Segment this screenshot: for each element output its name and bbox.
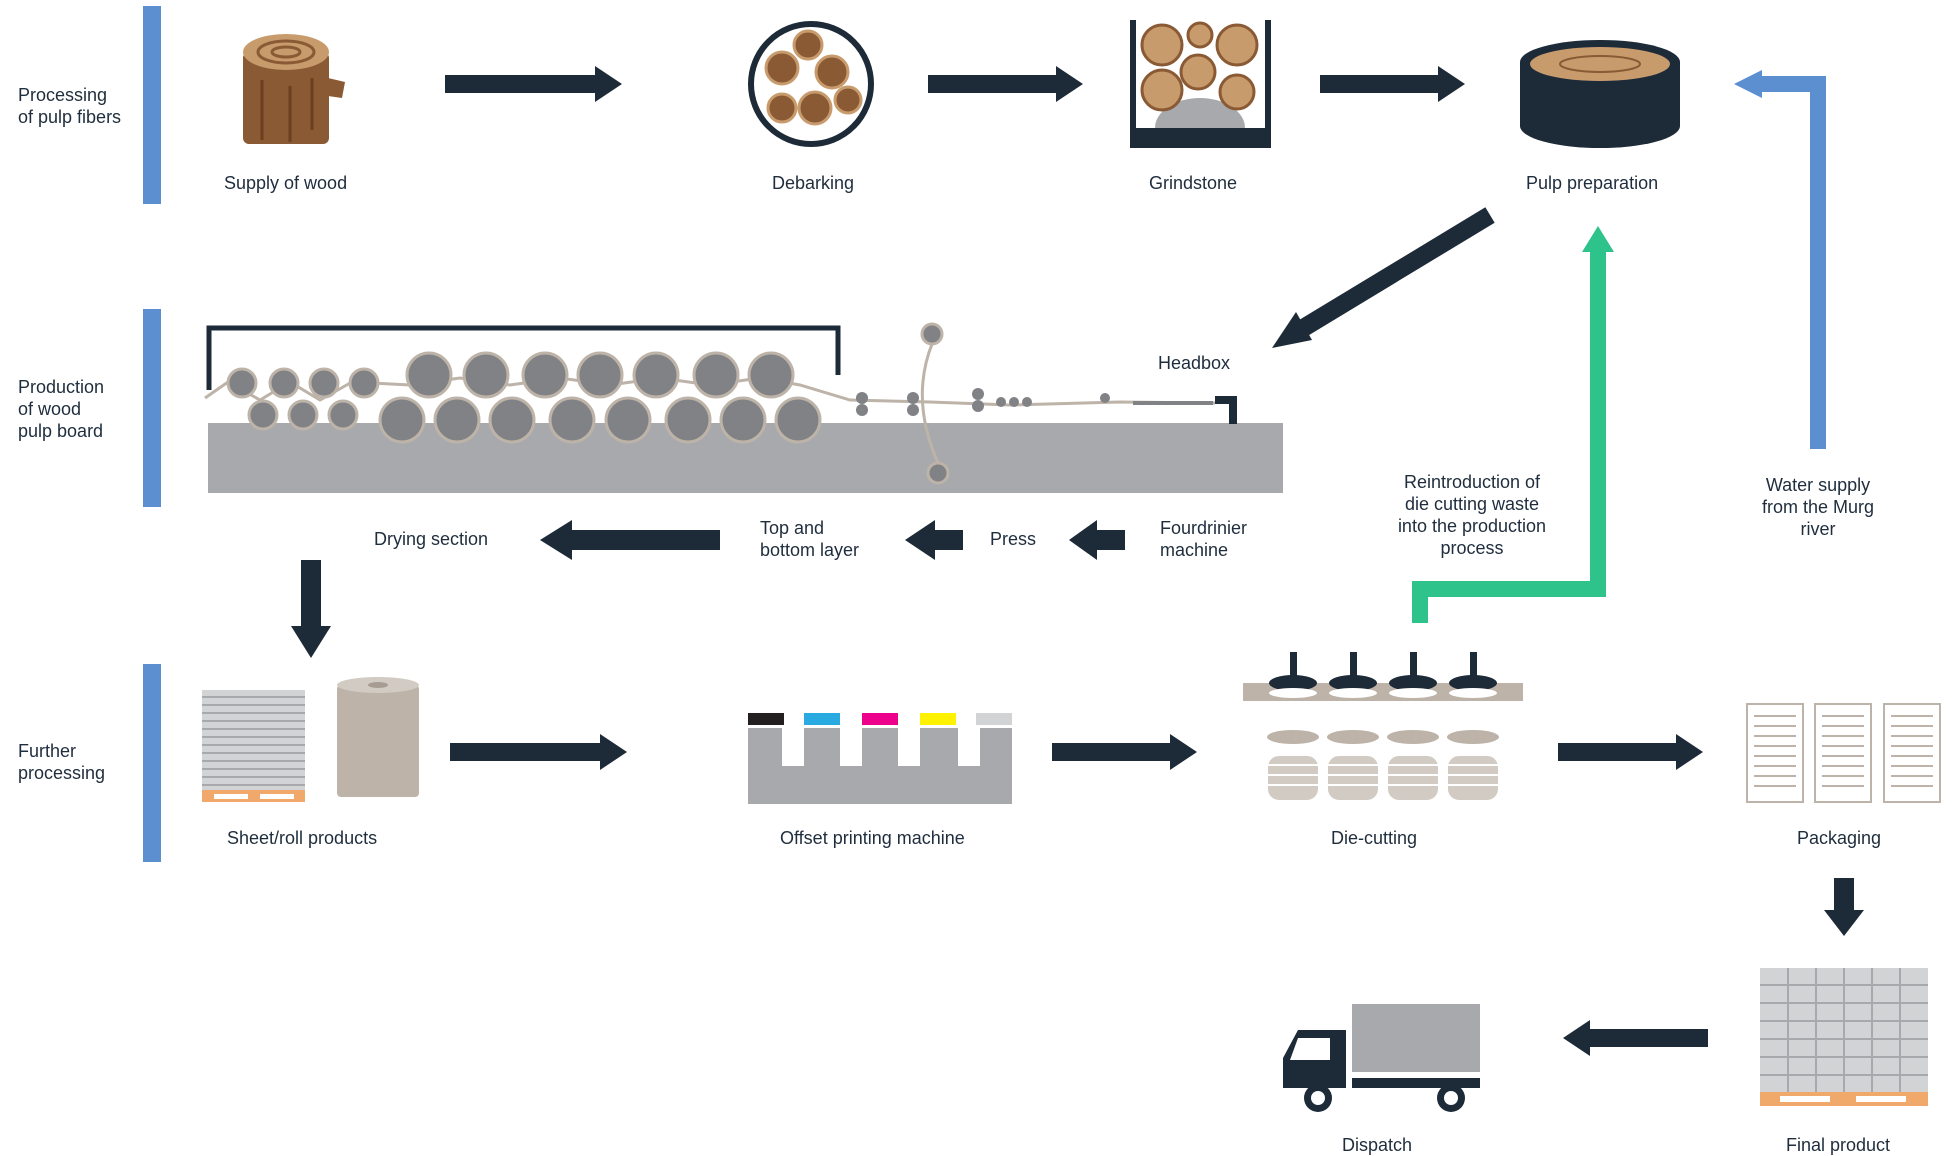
paper-roll-icon [337,677,419,797]
label-water-supply: Water supply from the Murg river [1761,475,1875,539]
recycle-waste-arrow [1412,226,1614,623]
label-packaging: Packaging [1797,828,1882,848]
wood-log-icon [243,34,345,144]
label-supply-of-wood: Supply of wood [224,173,348,193]
label-offset-printing: Offset printing machine [780,828,965,848]
section-label-further: Further processing [18,741,106,783]
arrow-pulp-to-headbox [1272,207,1495,348]
label-fourdrinier: Fourdrinier machine [1160,518,1248,560]
pulp-vat-icon [1520,40,1680,148]
label-die-cutting: Die-cutting [1331,828,1418,848]
section-bar-pulp [143,6,161,204]
label-press: Press [990,529,1037,549]
arrow-debarking-to-grindstone [928,66,1083,102]
debarking-drum-icon [748,21,874,147]
die-cutter-icon [1243,652,1523,802]
section-bar-further [143,664,161,862]
arrow-diecut-to-packaging [1558,734,1703,770]
sheet-stack-icon [202,690,305,802]
arrow-toplayer-to-drying [540,520,720,560]
section-label-board: Production of wood pulp board [18,377,105,441]
arrow-packaging-to-final [1824,878,1864,936]
packaging-icon [1746,703,1941,803]
arrow-press-to-toplayer [905,520,963,560]
label-debarking: Debarking [772,173,855,193]
label-drying-section: Drying section [374,529,489,549]
water-supply-arrow [1734,70,1826,449]
label-grindstone: Grindstone [1149,173,1238,193]
arrow-final-to-dispatch [1563,1020,1708,1056]
label-top-bottom-layer: Top and bottom layer [760,518,860,560]
final-product-icon [1760,968,1928,1106]
paper-machine [204,322,1283,493]
label-reintroduction: Reintroduction of die cutting waste into… [1397,472,1547,558]
arrow-supply-to-debarking [445,66,622,102]
arrow-fourdrinier-to-press [1069,520,1125,560]
label-sheet-roll-products: Sheet/roll products [227,828,378,848]
label-pulp-preparation: Pulp preparation [1526,173,1659,193]
label-final-product: Final product [1786,1135,1891,1155]
section-label-pulp: Processing of pulp fibers [18,85,122,127]
label-headbox: Headbox [1158,353,1231,373]
arrow-grindstone-to-pulp [1320,66,1465,102]
truck-icon [1283,1004,1480,1112]
section-bar-board [143,309,161,507]
offset-printer-icon [748,713,1012,804]
arrow-sheet-to-offset [450,734,627,770]
grindstone-icon [1130,20,1271,148]
label-dispatch: Dispatch [1342,1135,1413,1155]
arrow-offset-to-diecut [1052,734,1197,770]
arrow-drying-to-sheet [291,560,331,658]
